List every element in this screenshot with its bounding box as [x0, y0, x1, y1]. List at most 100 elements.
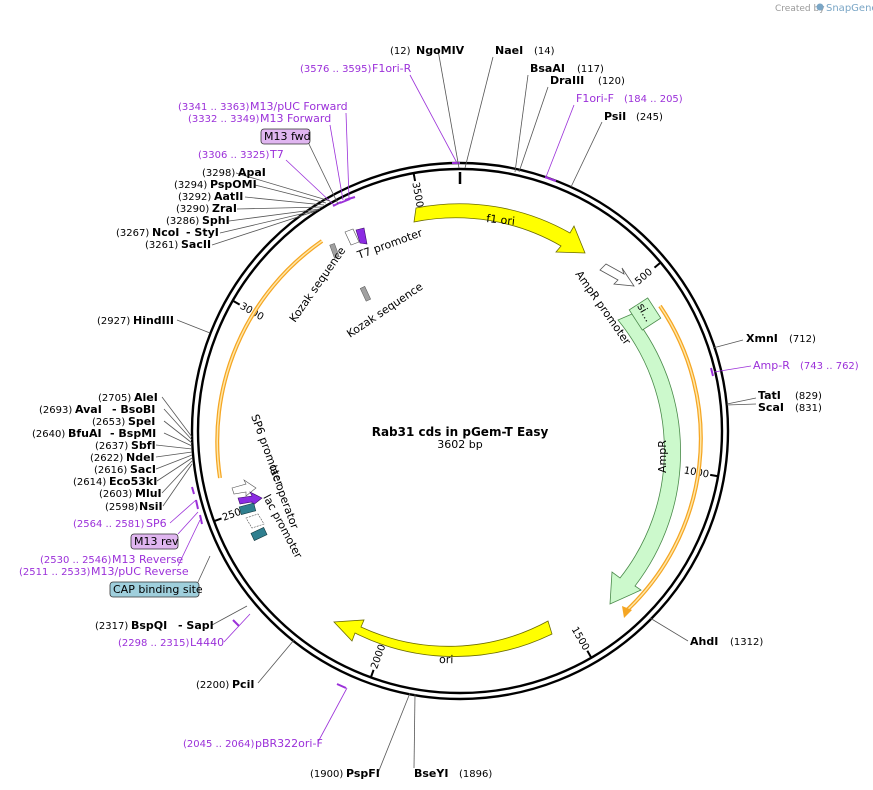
site-pos-avai: (2693) [39, 405, 72, 416]
primer-t7[interactable]: T7 [269, 148, 284, 161]
site-pos-psii: (245) [636, 112, 663, 123]
site-pos-scai: (831) [795, 403, 822, 414]
primer-pos-m13-rev: (2530 .. 2546) [40, 555, 112, 566]
site-bsobi[interactable]: - BsoBI [112, 403, 155, 416]
tick-label-3500: 3500 [409, 181, 424, 208]
leader-line [177, 511, 199, 535]
leader-line [163, 432, 193, 447]
site-styi[interactable]: - StyI [186, 226, 219, 239]
leader-line [156, 457, 193, 482]
primer-sp6[interactable]: SP6 [146, 517, 167, 530]
leader-line [197, 555, 211, 583]
f1-ori-arrow[interactable] [413, 203, 586, 254]
site-nsii[interactable]: NsiI [139, 500, 163, 513]
site-ndei[interactable]: NdeI [126, 451, 155, 464]
site-bsaai[interactable]: BsaAI [530, 62, 565, 75]
site-pos-hindiii: (2927) [97, 316, 130, 327]
site-xmni[interactable]: XmnI [746, 332, 778, 345]
leader-line [545, 104, 575, 178]
primer-labels: (3576 .. 3595) F1ori-R F1ori-F (184 .. 2… [19, 62, 859, 750]
site-sphi[interactable]: SphI [202, 214, 230, 227]
signal-peptide[interactable] [628, 297, 662, 331]
site-pos-draiii: (120) [598, 76, 625, 87]
primer-f1ori-f[interactable]: F1ori-F [576, 92, 614, 105]
leader-line [223, 613, 251, 643]
site-ncoi[interactable]: NcoI [152, 226, 179, 239]
site-pos-ndei: (2622) [90, 453, 123, 464]
primer-pos-sp6: (2564 .. 2581) [73, 519, 145, 530]
site-sacii[interactable]: SacII [181, 238, 211, 251]
site-zrai[interactable]: ZraI [212, 202, 237, 215]
site-alei[interactable]: AleI [134, 391, 158, 404]
site-eco53ki[interactable]: Eco53kI [109, 475, 157, 488]
primer-f1ori-r[interactable]: F1ori-R [372, 62, 412, 75]
kozak-marker-1[interactable] [329, 243, 340, 259]
leader-line [464, 56, 494, 169]
lac-promoter-block[interactable] [250, 527, 268, 541]
leader-line [409, 74, 458, 164]
site-pspfi[interactable]: PspFI [346, 767, 380, 780]
site-pspomi[interactable]: PspOMI [210, 178, 257, 191]
site-aatii[interactable]: AatII [214, 190, 243, 203]
site-mlui[interactable]: MluI [135, 487, 162, 500]
primer-pos-m13puc-fwd: (3341 .. 3363) [178, 102, 250, 113]
site-pos-bsaai: (117) [577, 64, 604, 75]
primer-l4440[interactable]: L4440 [190, 636, 224, 649]
site-pcii[interactable]: PciI [232, 678, 254, 691]
ori-arrow[interactable] [333, 619, 553, 657]
site-draiii[interactable]: DraIII [550, 74, 584, 87]
primer-marks [191, 162, 714, 689]
site-apai[interactable]: ApaI [238, 166, 266, 179]
kozak-marker-2[interactable] [359, 286, 372, 302]
lac-operator-block[interactable] [238, 502, 257, 516]
leader-line [257, 639, 295, 684]
leader-line [236, 206, 323, 210]
primer-amp-r[interactable]: Amp-R [753, 359, 790, 372]
leader-line [163, 408, 193, 441]
ampr-arrow[interactable] [609, 313, 681, 605]
leader-line [285, 159, 336, 207]
site-bspqi[interactable]: BspQI [131, 619, 167, 632]
site-ahdi[interactable]: AhdI [690, 635, 718, 648]
site-pos-bseyi: (1896) [459, 769, 492, 780]
leader-line [413, 693, 416, 769]
primer-m13-fwd[interactable]: M13 Forward [260, 112, 331, 125]
site-scai[interactable]: ScaI [758, 401, 784, 414]
leader-line [161, 396, 193, 438]
site-sapi[interactable]: - SapI [178, 619, 214, 632]
site-pos-spei: (2653) [92, 417, 125, 428]
primer-m13puc-fwd[interactable]: M13/pUC Forward [250, 100, 348, 113]
site-pos-sacii: (3261) [145, 240, 178, 251]
t7-promoter-arrow[interactable] [355, 227, 368, 245]
site-tati[interactable]: TatI [758, 389, 781, 402]
primer-m13puc-rev[interactable]: M13/pUC Reverse [91, 565, 189, 578]
site-saci[interactable]: SacI [130, 463, 156, 476]
site-bfuai[interactable]: BfuAI [68, 427, 102, 440]
site-naei[interactable]: NaeI [495, 44, 523, 57]
sp6-primer-arrow [237, 491, 263, 507]
leader-line [155, 454, 193, 470]
site-bspmi[interactable]: - BspMI [110, 427, 156, 440]
primer-pos-amp-r: (743 .. 762) [800, 361, 859, 372]
tick-mark-3500 [412, 172, 417, 182]
site-sbfi[interactable]: SbfI [131, 439, 156, 452]
tick-mark-1000 [710, 473, 719, 478]
primer-m13-rev[interactable]: M13 Reverse [112, 553, 183, 566]
leader-line [712, 339, 744, 349]
m13-fwd-box[interactable] [260, 128, 311, 145]
cap-binding-box[interactable] [109, 581, 200, 598]
site-psii[interactable]: PsiI [604, 110, 626, 123]
site-ngomiv[interactable]: NgoMIV [416, 44, 465, 57]
primer-pbr322ori-f[interactable]: pBR322ori-F [255, 737, 323, 750]
site-avai[interactable]: AvaI [75, 403, 102, 416]
site-hindiii[interactable]: HindIII [133, 314, 174, 327]
site-pos-aatii: (3292) [178, 192, 211, 203]
lac-outline-arrow [245, 513, 265, 529]
site-bseyi[interactable]: BseYI [414, 767, 448, 780]
leader-line [177, 519, 201, 567]
primer-pos-m13-fwd: (3332 .. 3349) [188, 114, 260, 125]
ampr-promoter-arrow[interactable] [599, 263, 635, 287]
m13-rev-box[interactable] [130, 533, 179, 550]
site-spei[interactable]: SpeI [128, 415, 155, 428]
